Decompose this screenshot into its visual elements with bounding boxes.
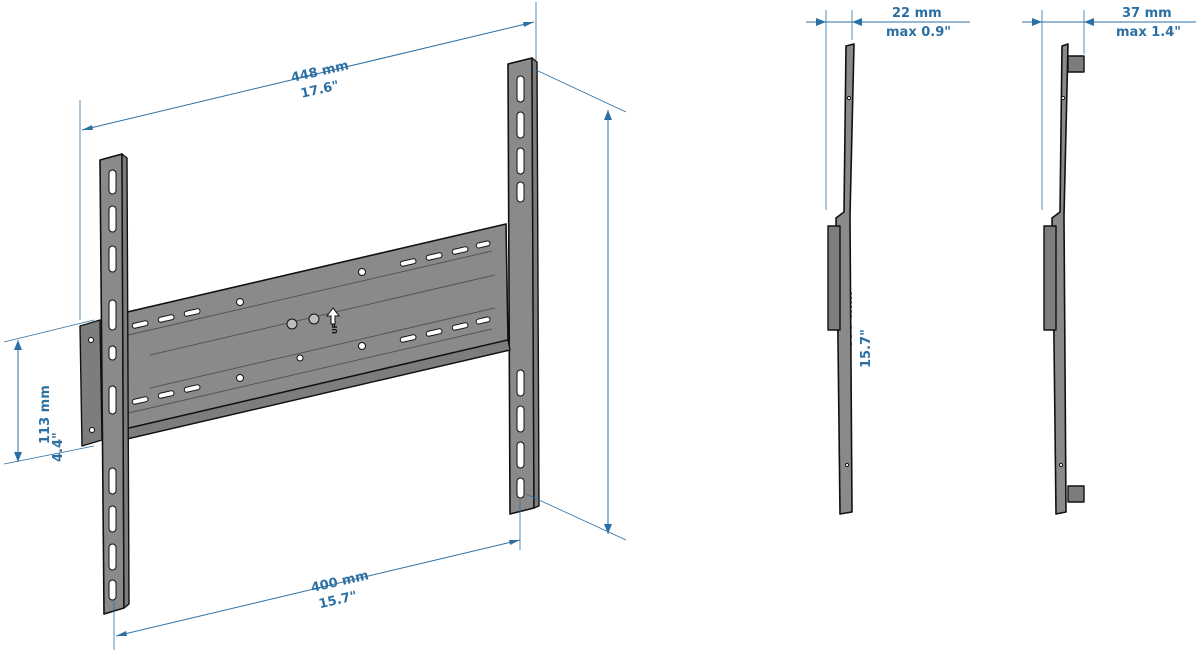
dim-22-mm-label: 22 mm [892,6,942,21]
left-strip-slots [108,169,117,601]
dim-113-mm-label: 113 mm [38,385,53,444]
plate-slots-bottom [131,316,491,405]
right-vertical-strip [507,57,540,515]
side-view-slim: 22 mm max 0.9" [806,6,970,515]
up-arrow-icon [326,307,340,325]
dim-37-mm-label: 37 mm [1122,6,1172,21]
dim-113-in-label: 4.4" [51,432,66,462]
lock-knobs [286,313,320,330]
side-view-deep: 37 mm max 1.4" [1022,6,1196,515]
front-view: UP [3,2,874,650]
left-vertical-strip [79,153,130,615]
horizontal-plate: UP [109,223,511,443]
dim-37-in-label: max 1.4" [1116,25,1181,40]
dimension-400mm-height: 400 mm 15.7" [525,69,874,541]
plate-slots-top [131,240,491,329]
dimension-22mm: 22 mm max 0.9" [806,6,970,210]
right-strip-slots [516,75,525,499]
up-label: UP [331,323,339,334]
dimension-113mm: 113 mm 4.4" [3,319,95,465]
dim-22-in-label: max 0.9" [886,25,951,40]
plate-holes [236,268,366,382]
dimension-37mm: 37 mm max 1.4" [1022,6,1196,210]
dim-400h-in-label: 15.7" [859,329,874,368]
dimension-400mm-width: 400 mm 15.7" [113,500,521,650]
